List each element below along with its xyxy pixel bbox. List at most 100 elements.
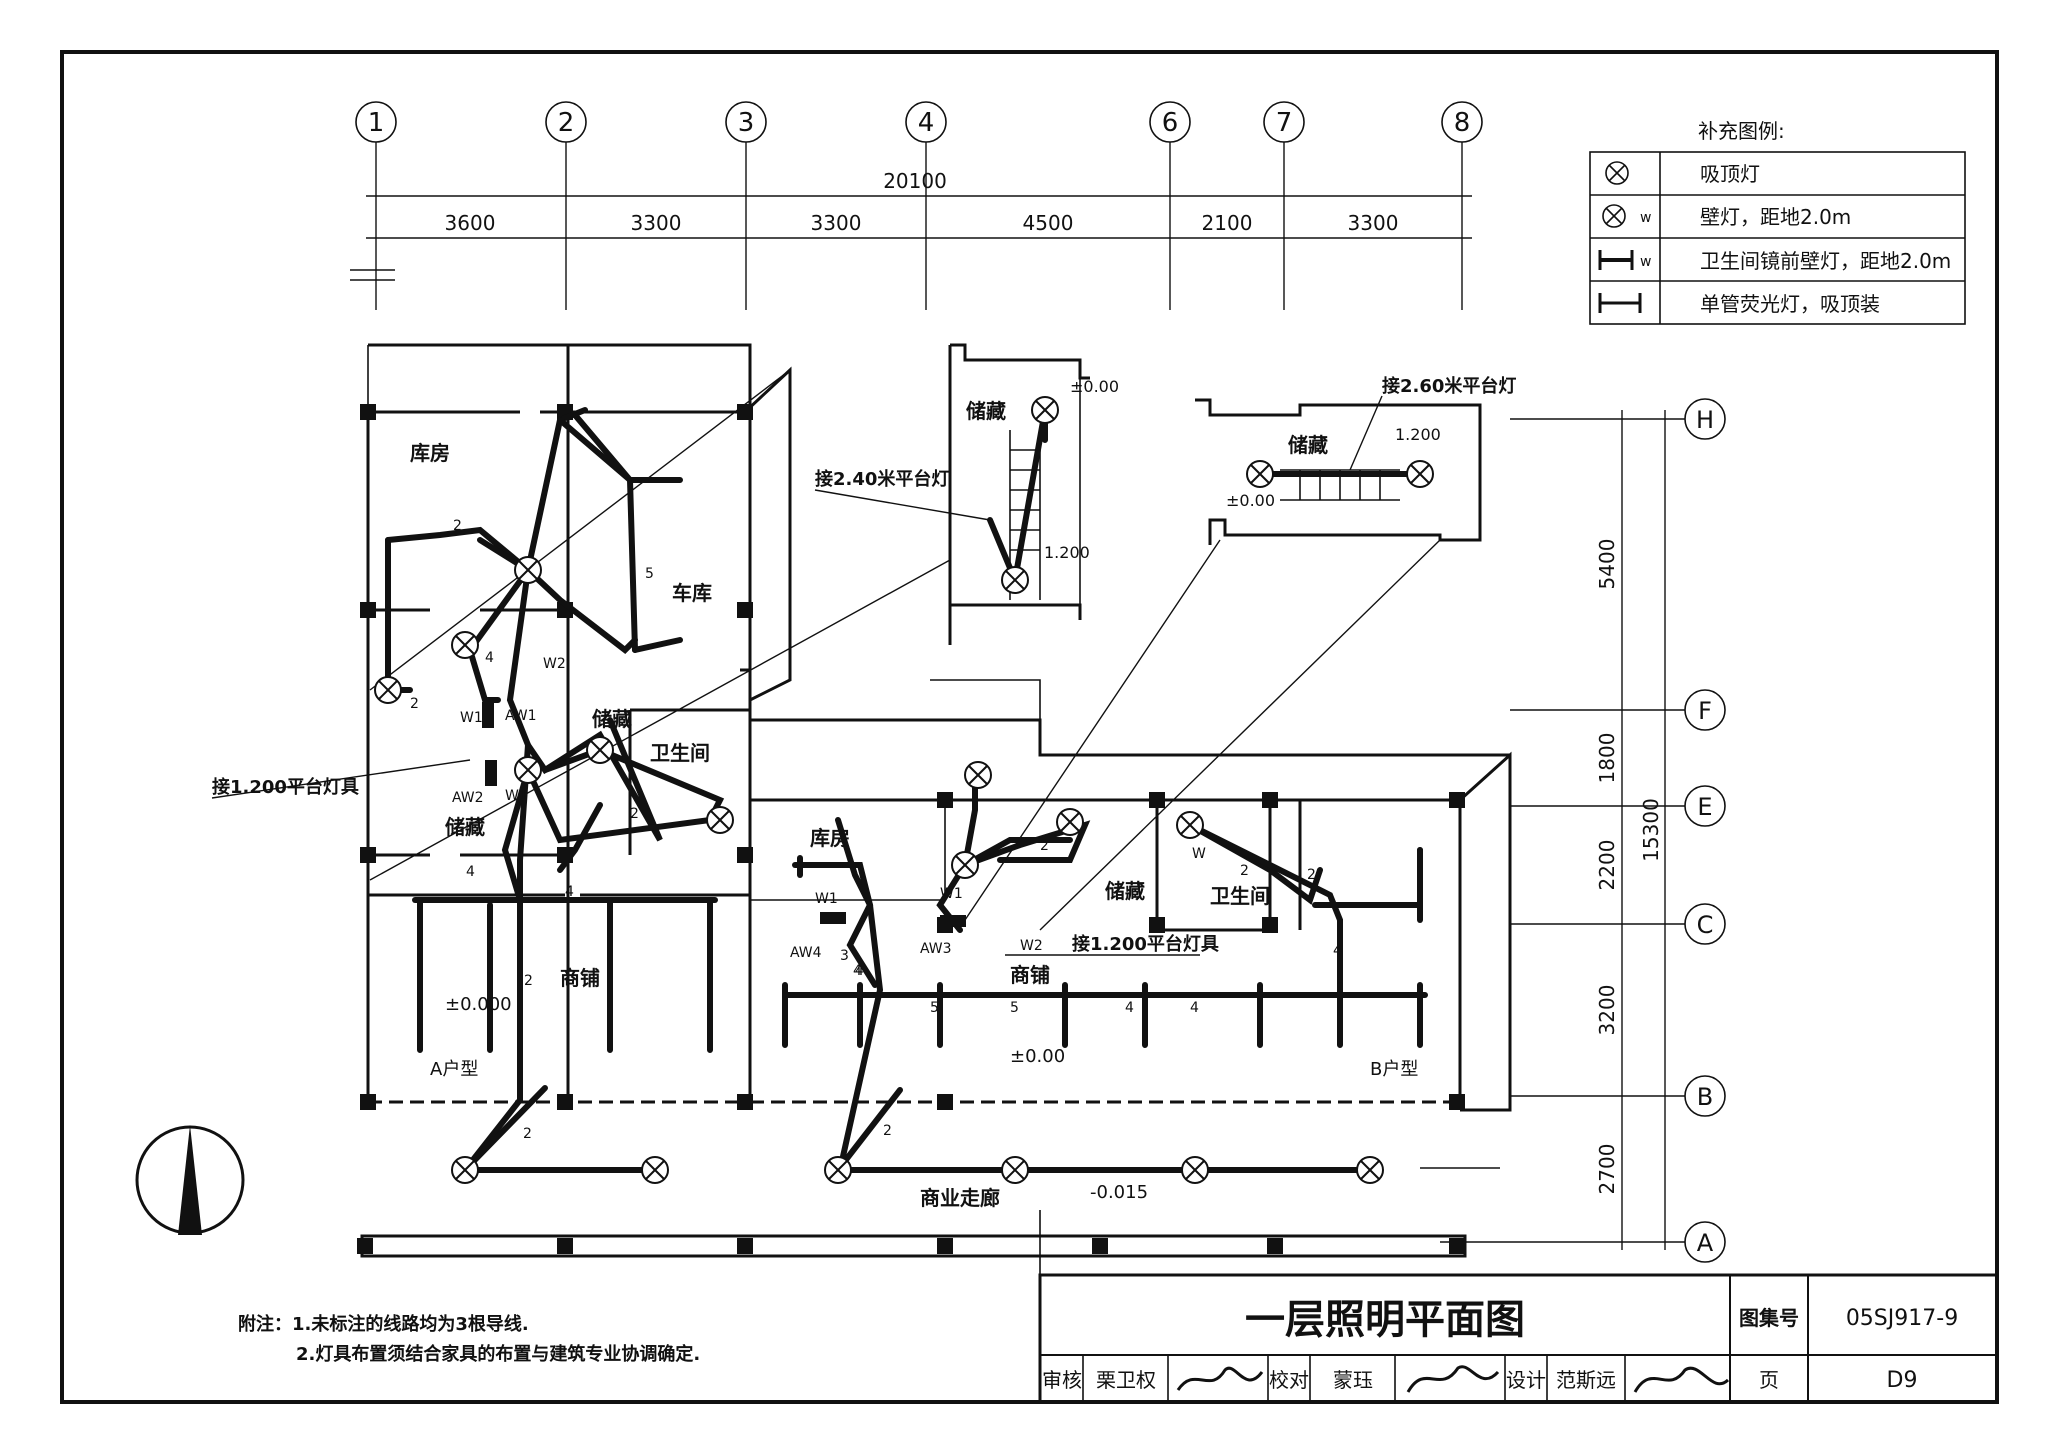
level-mark: ±0.000 xyxy=(445,994,512,1015)
wire-count: 2 xyxy=(453,518,462,534)
room-label: 卫生间 xyxy=(650,741,710,765)
ceiling-lamp-icon xyxy=(1356,1156,1384,1184)
page-label: 页 xyxy=(1759,1368,1779,1392)
axis-bubble-B: B xyxy=(1510,1075,1726,1117)
design-label: 设计 xyxy=(1506,1368,1546,1392)
structural-column xyxy=(737,847,753,863)
dimension-spacing: 4500 xyxy=(1023,211,1074,235)
wire-count: 2 xyxy=(523,1126,532,1142)
wire-count: 4 xyxy=(1333,943,1342,959)
platform-note: 接2.40米平台灯 xyxy=(815,468,949,490)
platform-note: 接2.60米平台灯 xyxy=(1382,375,1516,397)
wire-counts: 2 2 4 5 2 4 4 2 4 4 5 5 4 4 2 2 2 3 2 4 … xyxy=(410,518,1342,1142)
axis-bubbles-right: H F E C B A xyxy=(1440,398,1726,1263)
structural-column xyxy=(1092,1238,1108,1254)
wire-count: 4 xyxy=(853,963,862,979)
dimension-spacing: 3300 xyxy=(1348,211,1399,235)
checker-signature xyxy=(1406,1365,1500,1393)
legend: 补充图例: 吸顶灯 w 壁灯，距地2.0m w 卫生间镜前壁灯，距地2.0m 单… xyxy=(1589,119,1966,325)
level-mark: ±0.00 xyxy=(1010,1046,1065,1067)
structural-column xyxy=(1449,1094,1465,1110)
structural-column xyxy=(1262,917,1278,933)
wire-count: 3 xyxy=(840,948,849,964)
structural-column xyxy=(360,404,376,420)
axis-bubble-6: 6 xyxy=(1149,101,1191,310)
ceiling-lamp-icon xyxy=(1246,460,1274,488)
level-mark: 1.200 xyxy=(1044,543,1090,562)
structural-column xyxy=(1267,1238,1283,1254)
ceiling-lamps xyxy=(374,396,1434,1184)
atlas-number: 05SJ917-9 xyxy=(1846,1306,1958,1331)
dimension-total: 15300 xyxy=(1639,798,1663,862)
dimension-chain-right: 15300 5400 1800 2200 3200 2700 xyxy=(1595,410,1666,1250)
level-marks: ±0.000 ±0.00 -0.015 xyxy=(445,994,1148,1203)
ceiling-lamp-icon xyxy=(1176,811,1204,839)
ceiling-lamp-icon xyxy=(951,851,979,879)
ceiling-lamp-icon xyxy=(1181,1156,1209,1184)
projection-lines xyxy=(369,369,1441,931)
dimension-spacing: 2100 xyxy=(1202,211,1253,235)
circuit-label: W1 xyxy=(815,891,838,907)
structural-column xyxy=(937,1094,953,1110)
structural-column xyxy=(737,404,753,420)
axis-bubble-E: E xyxy=(1510,785,1726,827)
ceiling-lamp-icon xyxy=(1001,566,1029,594)
mirror-lamp-icon xyxy=(1598,250,1634,270)
wire-count: 2 xyxy=(524,973,533,989)
wire-count: 5 xyxy=(1010,1000,1019,1016)
circuit-label: W xyxy=(1192,846,1206,862)
ceiling-lamp-icon xyxy=(374,676,402,704)
wire-count: 4 xyxy=(485,650,494,666)
panel-label: AW4 xyxy=(790,945,822,961)
axis-bubble-1: 1 xyxy=(355,101,397,310)
wire-count: 4 xyxy=(855,963,864,979)
title-block: 一层照明平面图 图集号 05SJ917-9 审核 栗卫权 校对 蒙珏 设计 范斯… xyxy=(1038,1273,1999,1404)
circuit-label: W2 xyxy=(1020,938,1043,954)
reviewer-signature xyxy=(1176,1366,1264,1391)
structural-column xyxy=(1149,792,1165,808)
ceiling-lamp-icon xyxy=(706,806,734,834)
level-mark: ±0.00 xyxy=(1070,377,1119,396)
structural-column xyxy=(737,1238,753,1254)
panel-label: AW1 xyxy=(505,708,537,724)
level-mark: ±0.00 xyxy=(1226,491,1275,510)
wire-count: 2 xyxy=(410,696,419,712)
dimension-spacing: 1800 xyxy=(1595,733,1619,784)
axis-label: A xyxy=(1697,1229,1714,1257)
dimension-chain-top: 20100 3600 3300 3300 4500 2100 3300 xyxy=(350,169,1472,281)
ceiling-lamp-icon xyxy=(1406,460,1434,488)
panel-label: AW2 xyxy=(452,790,484,806)
structural-column xyxy=(1149,917,1165,933)
structural-column xyxy=(1449,1238,1465,1254)
structural-column xyxy=(1449,792,1465,808)
wall-lamp-icon xyxy=(1602,204,1626,228)
structural-columns xyxy=(357,404,1465,1254)
room-label: 卫生间 xyxy=(1210,884,1270,908)
note-line: 2.灯具布置须结合家具的布置与建筑专业协调确定. xyxy=(296,1343,700,1365)
structural-column xyxy=(937,1238,953,1254)
axis-bubble-F: F xyxy=(1510,689,1726,731)
axis-label: 7 xyxy=(1276,108,1293,138)
ceiling-lamp-icon xyxy=(1605,161,1629,185)
fluorescent-lamp-icon xyxy=(1598,293,1642,313)
check-label: 校对 xyxy=(1269,1368,1309,1392)
dimension-spacing: 3300 xyxy=(631,211,682,235)
dimension-spacing: 3300 xyxy=(811,211,862,235)
reviewer-name: 栗卫权 xyxy=(1096,1368,1156,1392)
wire-count: 4 xyxy=(466,864,475,880)
distribution-panels: AW1 AW2 AW3 AW4 xyxy=(452,702,966,961)
axis-label: 8 xyxy=(1454,108,1471,138)
wire-count: 4 xyxy=(565,884,574,900)
axis-label: 1 xyxy=(368,108,385,138)
wire-count: 2 xyxy=(1040,838,1049,854)
room-labels: 库房 车库 储藏 卫生间 储藏 商铺 A户型 库房 商铺 储藏 卫生间 B户型 … xyxy=(410,441,1418,1210)
wire-count: 2 xyxy=(1307,867,1316,883)
ceiling-lamp-icon xyxy=(1031,396,1059,424)
axis-label: 6 xyxy=(1162,108,1179,138)
wire-count: 2 xyxy=(883,1123,892,1139)
structural-column xyxy=(937,792,953,808)
circuit-label: W2 xyxy=(543,656,566,672)
dimension-spacing: 2700 xyxy=(1595,1144,1619,1195)
axis-label: 3 xyxy=(738,108,755,138)
notes-prefix: 附注： xyxy=(238,1313,292,1335)
